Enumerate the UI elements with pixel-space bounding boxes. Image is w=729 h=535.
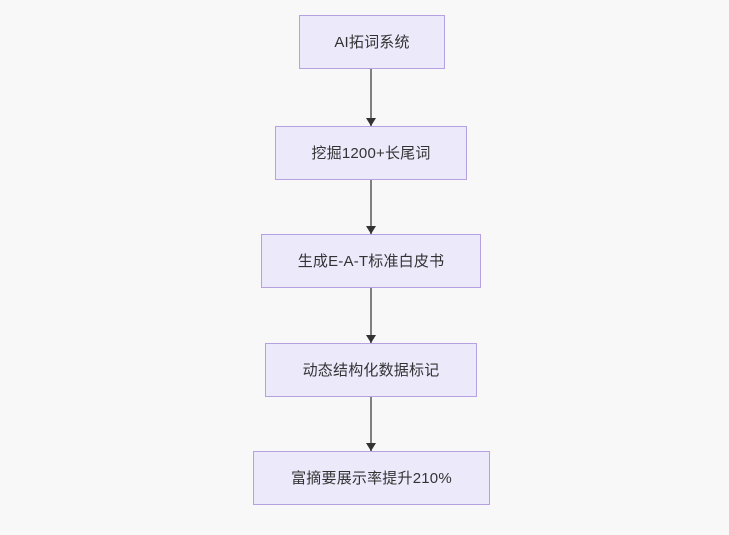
arrowhead-icon [366,443,376,451]
edge-line [370,69,372,126]
flowchart-node-ai-keyword-system[interactable]: AI拓词系统 [299,15,445,69]
node-label: 挖掘1200+长尾词 [311,144,431,162]
flowchart-node-longtail-mining[interactable]: 挖掘1200+长尾词 [275,126,467,180]
edge-line [370,397,372,451]
flowchart-node-rich-snippet-result[interactable]: 富摘要展示率提升210% [253,451,490,505]
arrowhead-icon [366,335,376,343]
arrowhead-icon [366,118,376,126]
arrowhead-icon [366,226,376,234]
flowchart-node-structured-data-markup[interactable]: 动态结构化数据标记 [265,343,477,397]
flowchart-node-eat-whitepaper[interactable]: 生成E-A-T标准白皮书 [261,234,481,288]
node-label: AI拓词系统 [334,33,410,51]
edge-line [370,288,372,343]
node-label: 富摘要展示率提升210% [291,469,452,487]
node-label: 生成E-A-T标准白皮书 [297,252,445,270]
node-label: 动态结构化数据标记 [302,361,440,379]
edge-line [370,180,372,234]
